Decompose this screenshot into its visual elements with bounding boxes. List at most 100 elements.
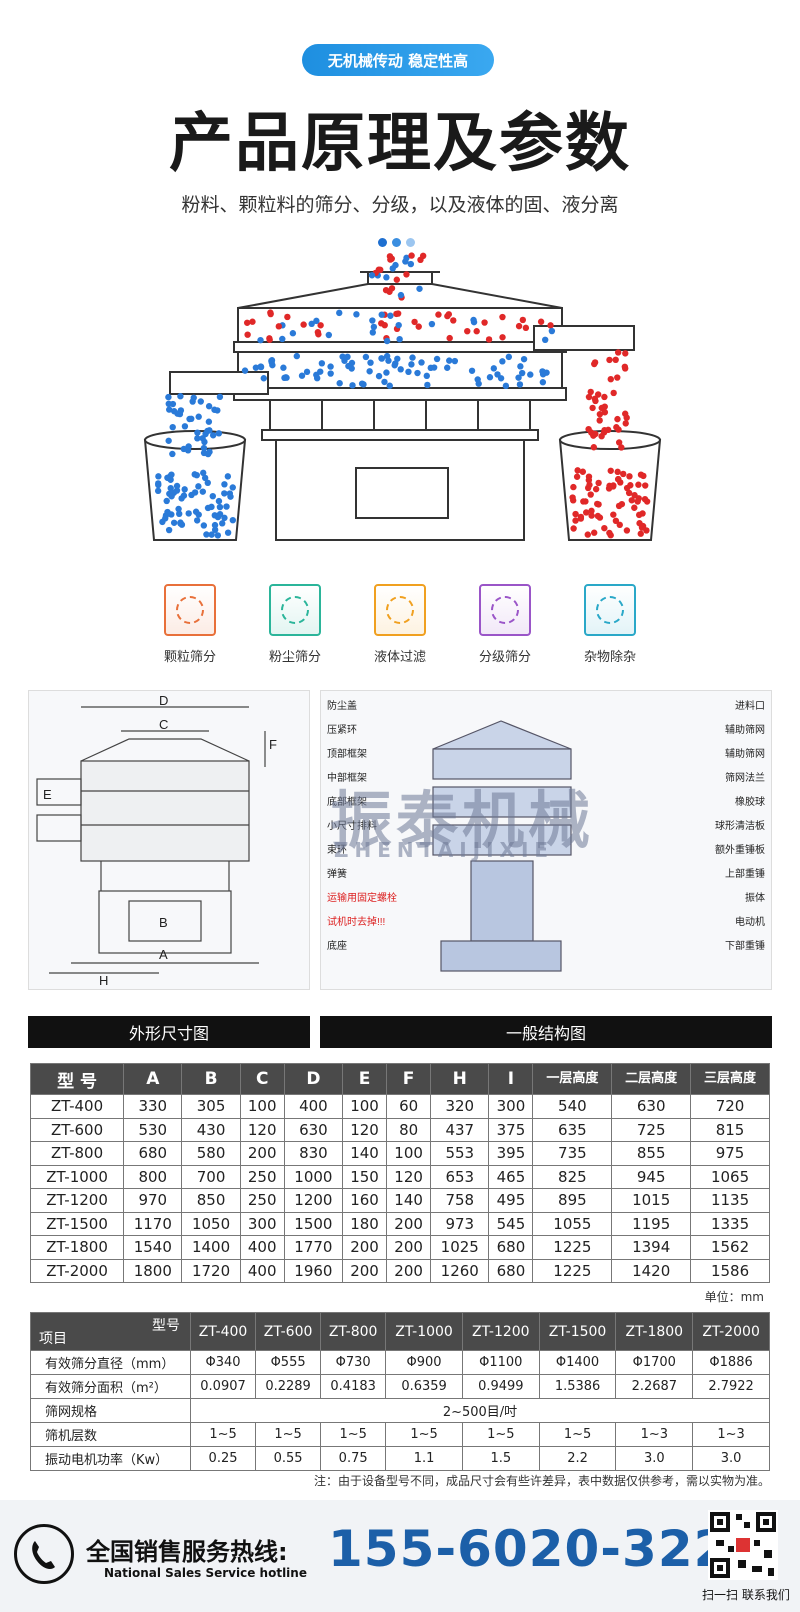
particle (585, 425, 592, 433)
granule-icon (164, 584, 216, 636)
particle (249, 318, 256, 325)
particle (195, 483, 202, 490)
particle (637, 530, 644, 537)
particle (416, 285, 423, 292)
impurity-icon (584, 584, 636, 636)
dim-label-e: E (43, 787, 52, 802)
particle (214, 532, 222, 539)
particle (155, 473, 162, 480)
particle (366, 368, 373, 375)
particle (221, 490, 228, 497)
structure-drawing: 防尘盖压紧环顶部框架中部框架底部框架小尺寸排料束环弹簧运输用固定螺栓试机时去掉!… (327, 699, 765, 972)
particle (315, 331, 322, 338)
feature-icon-fill (281, 596, 309, 624)
particle (527, 371, 534, 378)
dimension-diagram-caption: 外形尺寸图 (28, 1016, 310, 1048)
table-cell: 395 (488, 1141, 534, 1166)
table-cell: 0.6359 (385, 1374, 463, 1399)
particle (275, 323, 283, 330)
particle (177, 393, 184, 400)
model-header: ZT-2000 (692, 1312, 770, 1351)
particles (154, 252, 651, 539)
table-cell: Φ730 (320, 1350, 387, 1375)
table-cell: ZT-2000 (29, 1258, 125, 1283)
dim-label-f: F (269, 737, 277, 752)
table-cell: 200 (342, 1258, 388, 1283)
particle (252, 364, 260, 371)
particle (221, 481, 228, 488)
table-cell: 1.5 (461, 1446, 540, 1471)
particle (175, 505, 182, 513)
particle (609, 483, 617, 490)
particle (505, 353, 513, 361)
particle (224, 529, 232, 536)
structure-label: 底座 (327, 939, 347, 952)
particle (626, 473, 633, 480)
feature-icon-fill (596, 596, 624, 624)
column-header: A (123, 1063, 183, 1095)
table-cell: 1800 (123, 1258, 183, 1283)
table-cell: 973 (430, 1211, 490, 1236)
column-header: 三层高度 (690, 1063, 770, 1095)
structure-label: 顶部框架 (327, 747, 367, 760)
feature-label: 液体过滤 (373, 650, 426, 665)
feature-icon-fill (491, 596, 519, 624)
table-cell: 680 (488, 1235, 534, 1260)
table-cell: 3.0 (692, 1446, 770, 1471)
table-cell: 2.2 (538, 1446, 617, 1471)
particle (539, 371, 547, 378)
particle (378, 355, 385, 362)
qr-code-icon[interactable] (708, 1510, 778, 1580)
particle (382, 286, 390, 294)
table-cell: 0.25 (189, 1446, 257, 1471)
particle (200, 522, 208, 529)
table-cell: 855 (611, 1141, 692, 1166)
structure-label: 辅助筛网 (725, 747, 765, 760)
structure-label: 中部框架 (327, 771, 367, 784)
sieve-principle-illustration (143, 252, 662, 541)
particle (614, 468, 621, 476)
table-cell: 430 (181, 1117, 241, 1142)
structure-label: 辅助筛网 (725, 723, 765, 736)
dot-1 (378, 238, 387, 247)
particle (204, 479, 211, 487)
structure-diagram-caption: 一般结构图 (320, 1016, 772, 1048)
table-footnote: 注：由于设备型号不同，成品尺寸会有些许差异，表中数据仅供参考，需以实物为准。 (313, 1474, 770, 1488)
model-header: ZT-1800 (615, 1312, 694, 1351)
table-cell: 0.2289 (255, 1374, 322, 1399)
table-cell: ZT-1500 (29, 1211, 125, 1236)
particle (165, 526, 173, 534)
particle (537, 318, 545, 325)
particle (516, 381, 524, 388)
particle (415, 323, 422, 330)
particle (358, 380, 366, 387)
particle (642, 482, 649, 489)
particle (601, 409, 609, 416)
particle (185, 510, 192, 517)
particle (589, 404, 596, 412)
table-cell: 120 (239, 1117, 285, 1142)
structure-label: 球形清洁板 (715, 819, 765, 832)
table-cell: 0.0907 (189, 1374, 257, 1399)
particle (241, 367, 249, 374)
table-cell: 320 (430, 1094, 490, 1119)
particle (362, 353, 370, 361)
particle (170, 519, 178, 526)
hotline-number[interactable]: 155-6020-3220 (328, 1520, 766, 1578)
column-header: I (488, 1063, 534, 1095)
particle (548, 327, 556, 335)
particle (197, 398, 204, 405)
table-cell: 100 (386, 1141, 432, 1166)
table-cell: 1540 (123, 1235, 183, 1260)
particle (433, 355, 441, 363)
feature-item: 颗粒筛分 (140, 584, 240, 665)
particle (176, 510, 183, 518)
model-header: ZT-600 (255, 1312, 322, 1351)
structure-right-labels: 进料口辅助筛网辅助筛网筛网法兰橡胶球球形清洁板额外重锤板上部重锤振体电动机下部重… (715, 699, 765, 952)
particle (499, 334, 506, 341)
column-header: H (430, 1063, 490, 1095)
column-header: D (283, 1063, 344, 1095)
